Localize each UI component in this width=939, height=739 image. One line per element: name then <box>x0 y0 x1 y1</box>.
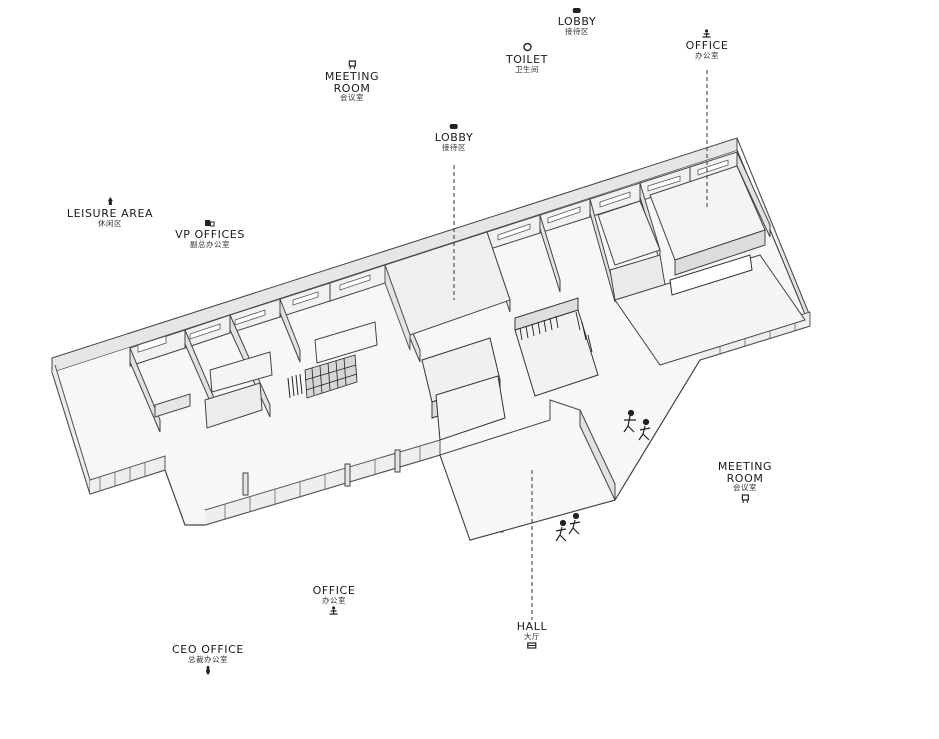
curtain-wall-bottom-left <box>89 455 166 495</box>
meeting-board-icon <box>348 60 356 69</box>
label-hall: HALL 大厅 <box>517 621 547 650</box>
vp-office-icon <box>205 220 215 227</box>
lobby-glass <box>384 264 411 351</box>
railing <box>287 373 303 399</box>
reception-counters <box>421 337 506 441</box>
hall-wall-right <box>579 409 616 501</box>
meeting-board-icon <box>741 494 749 503</box>
label-meeting-top: MEETING ROOM 会议室 <box>325 60 379 102</box>
label-toilet: TOILET 卫生间 <box>506 43 548 73</box>
label-office-bottom: OFFICE 办公室 <box>313 585 356 616</box>
perimeter-wall-top <box>51 137 738 372</box>
tie-icon <box>205 666 210 676</box>
hall-icon <box>527 642 537 650</box>
toilet-core <box>514 297 599 397</box>
office-desk-icon <box>329 606 338 616</box>
plant-icon <box>107 197 113 205</box>
label-vp-offices: VP OFFICES 副总办公室 <box>175 219 245 248</box>
lobby-icon <box>449 124 458 129</box>
people-figures <box>555 409 651 542</box>
label-leisure-area: LEISURE AREA 休闲区 <box>67 196 153 227</box>
label-meeting-right: MEETING ROOM 会议室 <box>718 461 772 503</box>
back-windows <box>137 159 729 353</box>
office-desk-icon <box>702 29 711 38</box>
label-ceo-office: CEO OFFICE 总裁办公室 <box>172 644 244 676</box>
lobby-icon <box>572 8 581 13</box>
toilet-icon <box>522 43 532 52</box>
label-office-top: OFFICE 办公室 <box>686 29 729 59</box>
bookshelf <box>304 354 358 399</box>
leader-lines <box>453 70 708 620</box>
label-lobby-mid: LOBBY 接待区 <box>435 123 474 151</box>
meeting-room-table <box>669 254 753 296</box>
curtain-wall-bottom-mid <box>204 439 441 526</box>
label-lobby-top: LOBBY 接待区 <box>558 7 597 35</box>
left-room-walls <box>154 321 378 429</box>
